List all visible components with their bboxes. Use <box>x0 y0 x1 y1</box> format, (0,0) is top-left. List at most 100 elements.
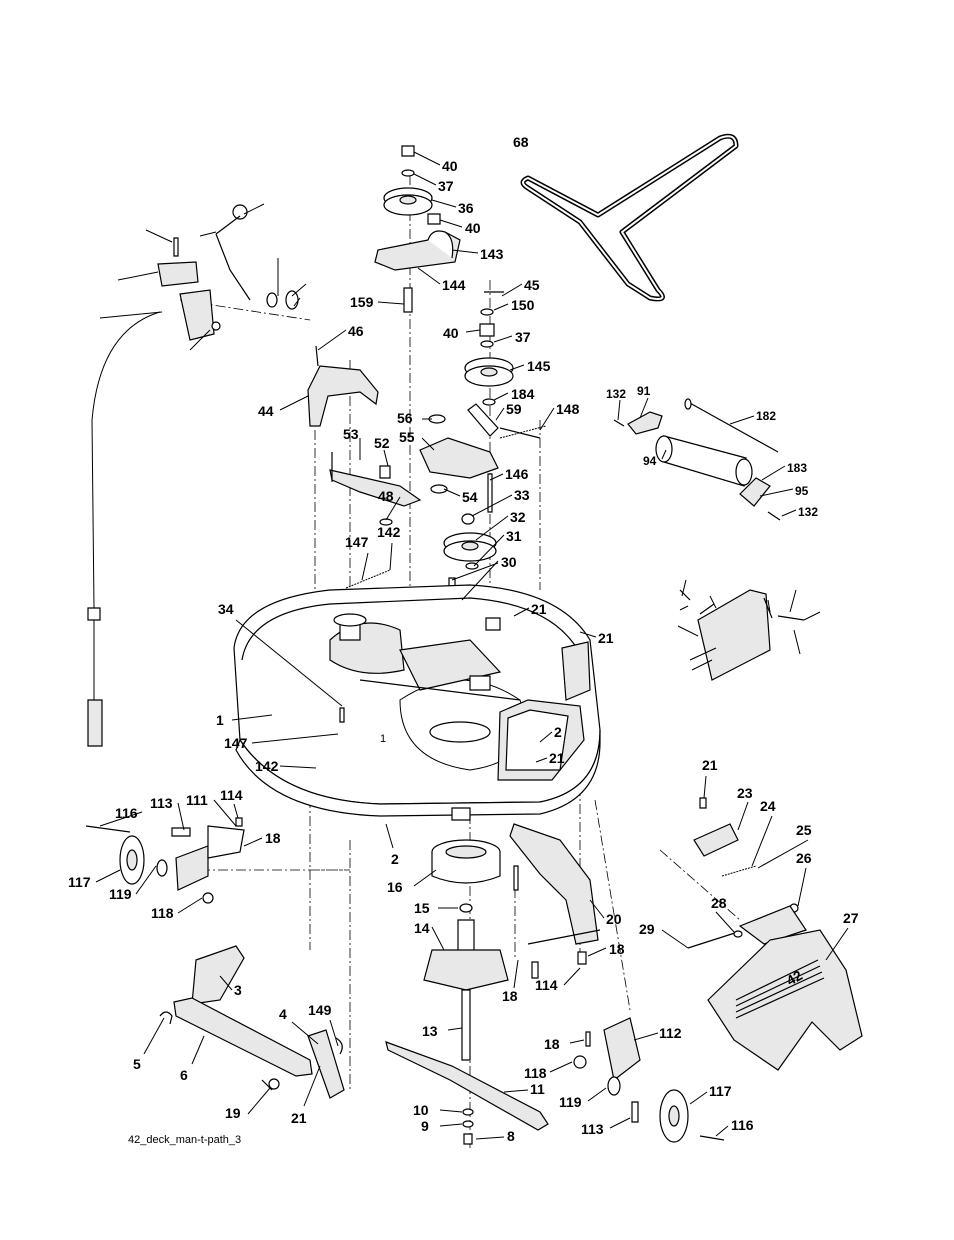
callout: 91 <box>637 384 651 398</box>
leader-line <box>709 595 717 609</box>
callout: 18 <box>544 1036 560 1052</box>
callout: 25 <box>796 822 812 838</box>
callout: 46 <box>348 323 364 339</box>
leader-line <box>539 407 555 431</box>
callout: 21 <box>549 750 565 766</box>
leader-line <box>587 947 607 957</box>
leader-line <box>291 283 307 297</box>
leader-line <box>243 203 265 215</box>
leader-line <box>191 1035 205 1065</box>
callout: 119 <box>109 886 132 902</box>
leader-line <box>715 1125 729 1137</box>
leader-line <box>431 199 457 208</box>
callout: 149 <box>308 1002 332 1018</box>
callout: 29 <box>639 921 655 937</box>
leader-line <box>451 249 479 254</box>
leader-line <box>569 1039 585 1044</box>
callout: 147 <box>345 534 369 550</box>
leader-line <box>317 329 347 351</box>
leader-line <box>691 659 713 671</box>
callout: 8 <box>507 1128 515 1144</box>
discharge-chute <box>687 797 863 1071</box>
mower-deck <box>233 584 601 821</box>
callout: 37 <box>438 178 454 194</box>
callout: 118 <box>151 905 174 921</box>
leader-line <box>493 303 509 311</box>
callout: 142 <box>255 758 279 774</box>
leader-line <box>737 801 749 831</box>
leader-line <box>703 775 707 799</box>
leader-line <box>235 619 343 707</box>
callout: 24 <box>760 798 776 814</box>
callout: 21 <box>702 757 718 773</box>
leader-line <box>473 534 505 567</box>
leader-line <box>781 509 797 517</box>
leader-line <box>413 869 437 887</box>
leader-line <box>213 799 237 827</box>
leader-line <box>587 1087 607 1102</box>
callout: 2 <box>391 851 399 867</box>
callout: 30 <box>501 554 517 570</box>
left-gauge-wheel <box>85 817 245 904</box>
callout: 132 <box>798 505 818 519</box>
leader-line <box>303 1065 321 1107</box>
callout: 68 <box>513 134 529 150</box>
leader-line <box>535 757 548 763</box>
leader-line <box>233 803 239 819</box>
leader-line <box>413 151 441 166</box>
height-adjust-lever <box>157 204 299 341</box>
callout: 27 <box>843 910 859 926</box>
callout: 48 <box>378 488 394 504</box>
callout: 1 <box>216 712 224 728</box>
leader-line <box>145 229 173 243</box>
leader-line <box>633 1032 659 1041</box>
callout: 112 <box>659 1025 682 1041</box>
leader-line <box>759 488 794 497</box>
leader-line <box>471 494 513 517</box>
callout: 143 <box>480 246 504 262</box>
leader-line <box>549 1061 573 1073</box>
leader-line <box>825 927 849 961</box>
callout: 148 <box>556 401 580 417</box>
callout-leaders <box>95 151 849 1140</box>
callout: 40 <box>442 158 458 174</box>
leader-line <box>177 897 203 914</box>
leader-line <box>513 959 519 989</box>
callout: 15 <box>414 900 430 916</box>
leader-line <box>539 731 553 743</box>
callout: 19 <box>225 1105 241 1121</box>
leader-line <box>767 599 771 613</box>
leader-line <box>715 911 735 933</box>
callout: 6 <box>180 1067 188 1083</box>
callout: 14 <box>414 920 430 936</box>
leader-line <box>465 329 481 333</box>
callout: 59 <box>506 401 522 417</box>
idler-arm <box>329 452 422 526</box>
callout: 116 <box>115 805 138 821</box>
callout: 18 <box>609 941 625 957</box>
leader-line <box>797 867 807 907</box>
callout: 44 <box>258 403 274 419</box>
callout: 33 <box>514 487 530 503</box>
leader-line <box>219 975 233 991</box>
leader-line <box>329 1019 339 1047</box>
callout: 40 <box>443 325 459 341</box>
belt-cover <box>307 345 379 427</box>
callout: 21 <box>598 630 614 646</box>
callout: 182 <box>756 409 776 423</box>
leader-line <box>199 231 217 237</box>
callout: 40 <box>465 220 481 236</box>
leader-line <box>513 607 530 617</box>
control-cable <box>87 311 161 747</box>
leader-line <box>461 560 499 601</box>
callout: 20 <box>606 911 622 927</box>
leader-line <box>389 542 393 571</box>
callout: 31 <box>506 528 522 544</box>
leader-line <box>385 823 394 849</box>
callout: 147 <box>224 735 248 751</box>
leader-line <box>243 837 263 847</box>
leader-line <box>509 364 525 371</box>
leader-line <box>291 1021 319 1045</box>
